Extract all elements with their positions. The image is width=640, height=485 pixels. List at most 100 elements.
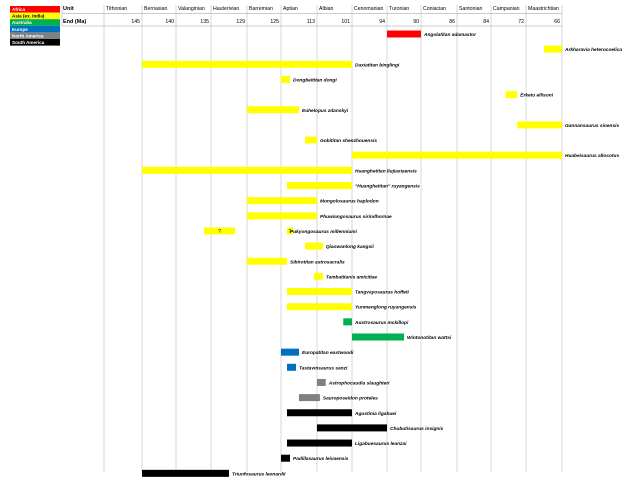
taxon-bar	[305, 242, 323, 250]
stage-label: Tithonian	[106, 6, 127, 12]
taxon-label: Euhelopus zdanskyi	[302, 108, 349, 114]
taxon-bar	[305, 136, 317, 144]
taxon-label: Wintonotitan wattsi	[407, 335, 452, 341]
stage-label: Santonian	[459, 6, 482, 12]
taxon-bar	[352, 333, 404, 341]
taxon-bar	[287, 303, 352, 311]
taxon-bar	[204, 227, 235, 235]
taxon-bar	[287, 363, 296, 371]
taxon-bar	[287, 227, 293, 235]
taxon-label: Huanghetitan liujiaxiaensis	[355, 168, 417, 174]
stage-label: Berriasian	[144, 6, 167, 12]
taxon-label: Qiaowanlong kangxii	[326, 244, 375, 250]
taxon-label: Huabeisaurus allocotus	[565, 153, 619, 159]
taxon-bar	[299, 394, 320, 402]
grid-lines	[61, 5, 563, 472]
legend-entry: South America	[12, 40, 45, 45]
taxon-bar	[247, 197, 317, 205]
taxon-bar	[505, 91, 518, 99]
stage-end-label: 94	[379, 19, 385, 25]
taxon-bar	[287, 182, 352, 189]
stage-label: Maastrichtian	[528, 6, 559, 12]
legend-swatch	[10, 6, 60, 13]
taxon-label: Dongbeititan dongi	[293, 77, 337, 83]
taxon-bar	[247, 106, 299, 114]
taxon-label: Austrosaurus mckillopi	[354, 320, 409, 326]
taxon-bar	[287, 288, 352, 296]
taxon-bar	[517, 121, 562, 129]
stage-end-label: 140	[165, 19, 174, 25]
taxon-bar	[247, 212, 317, 220]
taxon-label: Sibirotitan astrosacralis	[290, 259, 345, 265]
taxon-bar	[142, 469, 229, 477]
taxon-label: Tastavinsaurus sanzi	[299, 365, 348, 371]
stage-label: Barremian	[249, 6, 273, 12]
taxon-bar	[142, 60, 352, 68]
stage-end-label: 113	[307, 19, 315, 25]
taxon-bar	[387, 30, 421, 38]
taxon-label: Erketu ellisoni	[520, 93, 553, 99]
unit-header-label: Unit	[63, 6, 74, 12]
taxon-label: Pukyongosaurus millenniumi	[290, 229, 358, 235]
taxon-bar	[317, 378, 326, 386]
legend-swatch	[10, 25, 60, 33]
stage-label: Valanginian	[178, 6, 205, 12]
legend-swatch	[10, 39, 60, 46]
taxon-label: Mongolosaurus haplodon	[320, 199, 379, 205]
taxon-bar	[343, 318, 352, 326]
stage-end-label: 101	[341, 19, 350, 25]
legend-entry: Europe	[12, 27, 28, 32]
stage-label: Hauterivian	[213, 6, 239, 12]
taxon-label: Tambatitanis amicitiae	[326, 274, 378, 280]
legend-swatch	[10, 19, 60, 26]
taxon-label: Yunmenglong ruyangensis	[355, 305, 417, 311]
taxon-label: Angolatitan adamastor	[423, 32, 477, 38]
taxon-bar	[281, 454, 290, 462]
taxon-label: Gannansaurus sinensis	[565, 123, 619, 129]
stage-label: Aptian	[283, 6, 298, 12]
stage-end-label: 86	[449, 19, 455, 25]
taxon-label: Ligabuesaurus leanzai	[355, 441, 407, 447]
stage-label: Campanian	[493, 6, 520, 12]
stage-end-label: 72	[518, 19, 524, 25]
taxon-label: Phuwiangosaurus sirindhornae	[320, 214, 392, 220]
taxon-label: Arkharavia heterocoelica	[564, 47, 622, 53]
taxon-label: Sauroposeidon proteles	[323, 396, 378, 402]
legend-swatch	[10, 32, 60, 39]
stage-end-label: 135	[200, 19, 209, 25]
taxon-bar	[317, 424, 387, 432]
stage-end-label: 84	[483, 19, 489, 25]
legend-entry: Australia	[12, 20, 32, 25]
taxon-bar	[314, 272, 323, 280]
taxon-bar	[142, 166, 352, 174]
taxon-label: Europatitan eastwoodi	[302, 350, 354, 356]
stage-end-label: 145	[131, 19, 140, 25]
uncertain-mark: ?	[289, 229, 292, 235]
taxon-bar	[287, 409, 352, 417]
legend-entry: Africa	[12, 7, 25, 12]
taxon-label: Agustinia ligabuei	[354, 411, 397, 417]
taxon-label: Gobititan shenzhouensis	[320, 138, 377, 144]
taxon-bar	[352, 151, 562, 159]
stage-label: Albian	[319, 6, 334, 12]
stage-label: Coniacian	[423, 6, 446, 12]
stage-label: Turonian	[389, 6, 409, 12]
stage-end-label: 66	[554, 19, 560, 25]
legend-entry: North America	[12, 33, 44, 38]
taxon-label: Astrophocaudia slaughteri	[328, 380, 390, 386]
taxon-label: Daxiatitan binglingi	[355, 62, 400, 68]
taxon-label: "Huanghetitan" ruyangensis	[355, 184, 420, 190]
taxon-label: Triunfosaurus leonardii	[232, 471, 286, 477]
legend-entry: Asia (ex. India)	[12, 14, 45, 19]
taxon-bar	[281, 75, 290, 83]
taxon-bar	[287, 439, 352, 447]
stage-end-label: 129	[236, 19, 245, 25]
stage-end-label: 90	[413, 19, 419, 25]
taxon-bar	[544, 45, 562, 53]
uncertain-mark: ?	[218, 229, 221, 235]
stage-label: Cenomanian	[354, 6, 384, 12]
